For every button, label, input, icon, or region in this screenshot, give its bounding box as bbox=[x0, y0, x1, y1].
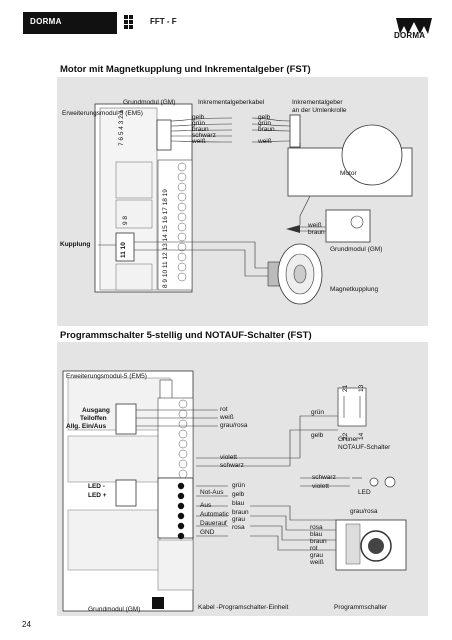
header-brand: DORMA bbox=[30, 17, 62, 26]
notauf-color: grün bbox=[311, 409, 325, 416]
header-square bbox=[124, 20, 128, 24]
cable-color: schwarz bbox=[192, 132, 216, 139]
encoder-color: weiß bbox=[258, 138, 272, 145]
led-plus-label: LED + bbox=[88, 492, 107, 499]
mid-color: violett bbox=[220, 454, 237, 461]
inkrementalgeber-label-1: Inkrementalgeber bbox=[292, 99, 343, 106]
contact-label: 14 bbox=[358, 432, 365, 440]
inkrementalgeber-label-2: an der Umlenkrolle bbox=[292, 107, 347, 114]
switch-color: braun bbox=[310, 538, 327, 545]
erweiterung-label-2: Erweiterungsmodul-5 (EM5) bbox=[66, 373, 147, 380]
cable-color: gelb bbox=[192, 114, 205, 121]
upper-color: grau/rosa bbox=[220, 422, 248, 429]
lower-color: blau bbox=[232, 500, 245, 507]
cable-color: grün bbox=[192, 120, 206, 127]
programmschalter-label: Programmschalter bbox=[334, 604, 388, 611]
grundmodul-label: Grundmodul (GM) bbox=[123, 99, 176, 106]
grundmodul-right-label: Grundmodul (GM) bbox=[330, 246, 383, 253]
mode-label: Not-Aus bbox=[200, 489, 224, 496]
logo-text: DORMA bbox=[394, 31, 426, 40]
header-square bbox=[129, 25, 133, 29]
magnetkupplung-label: Magnetkupplung bbox=[330, 286, 379, 293]
contact-label: 13 bbox=[358, 384, 365, 392]
teiloffen-label: Teiloffen bbox=[80, 415, 107, 422]
led-minus-label: LED - bbox=[88, 483, 105, 490]
mode-label: Aus bbox=[200, 502, 212, 509]
cable-color: weiß bbox=[192, 138, 206, 145]
motor-label: Motor bbox=[340, 170, 357, 177]
lower-color: gelb bbox=[232, 491, 245, 498]
gruener-label-1: Grüner bbox=[338, 436, 359, 443]
switch-color: rot bbox=[310, 545, 318, 552]
led-label: LED bbox=[358, 489, 371, 496]
header-square bbox=[129, 20, 133, 24]
switch-color: grau bbox=[310, 552, 324, 559]
header-square bbox=[124, 25, 128, 29]
section1-title: Motor mit Magnetkupplung und Inkremental… bbox=[60, 64, 311, 75]
kabel-label: Kabel -Programschalter-Einheit bbox=[198, 604, 289, 611]
mid-color: schwarz bbox=[220, 462, 244, 469]
switch-color: weiß bbox=[310, 559, 324, 566]
notauf-color: gelb bbox=[311, 432, 324, 439]
cable-color: braun bbox=[192, 126, 209, 133]
led-wire: schwarz bbox=[312, 474, 336, 481]
mode-label: GND bbox=[200, 529, 215, 536]
header-square bbox=[129, 15, 133, 19]
mode-label: Dauerauf bbox=[200, 520, 227, 527]
motor-wire: braun bbox=[308, 229, 325, 236]
inkrementalgeberkabel-label: Inkrementalgeberkabel bbox=[198, 99, 265, 106]
upper-color: weiß bbox=[220, 414, 234, 421]
header-brand-box bbox=[23, 12, 117, 34]
page-number: 24 bbox=[22, 620, 31, 629]
encoder-color: grün bbox=[258, 120, 272, 127]
kupplung-label: Kupplung bbox=[60, 241, 91, 248]
switch-color: blau bbox=[310, 531, 323, 538]
grundmodul-label-2: Grundmodul (GM) bbox=[88, 606, 141, 613]
upper-color: rot bbox=[220, 406, 228, 413]
led-wire: violett bbox=[312, 483, 329, 490]
lower-color: rosa bbox=[232, 524, 245, 531]
lower-color: grau bbox=[232, 516, 246, 523]
dorma-logo-icon bbox=[396, 18, 432, 34]
encoder-color: braun bbox=[258, 126, 275, 133]
contact-label: 22 bbox=[342, 432, 349, 440]
allg-label: Allg. Ein/Aus bbox=[66, 423, 107, 430]
encoder-color: gelb bbox=[258, 114, 271, 121]
mode-label: Automatic bbox=[200, 511, 229, 518]
ausgang-label: Ausgang bbox=[82, 407, 110, 414]
lower-color: braun bbox=[232, 509, 249, 516]
grau-rosa-label: grau/rosa bbox=[350, 508, 378, 515]
page-header: DORMA FFT - F DORMA bbox=[0, 0, 452, 40]
header-title: FFT - F bbox=[150, 17, 177, 26]
gruener-label-2: NOTAUF-Schalter bbox=[338, 444, 391, 451]
switch-color: rosa bbox=[310, 524, 323, 531]
contact-label: 21 bbox=[342, 384, 349, 392]
lower-color: grün bbox=[232, 482, 246, 489]
erweiterung-label: Erweiterungsmodul-5 (EM5) bbox=[62, 110, 143, 117]
header-square bbox=[124, 15, 128, 19]
section2-title: Programmschalter 5-stellig und NOTAUF-Sc… bbox=[60, 330, 312, 341]
motor-wire: weiß bbox=[308, 222, 322, 229]
